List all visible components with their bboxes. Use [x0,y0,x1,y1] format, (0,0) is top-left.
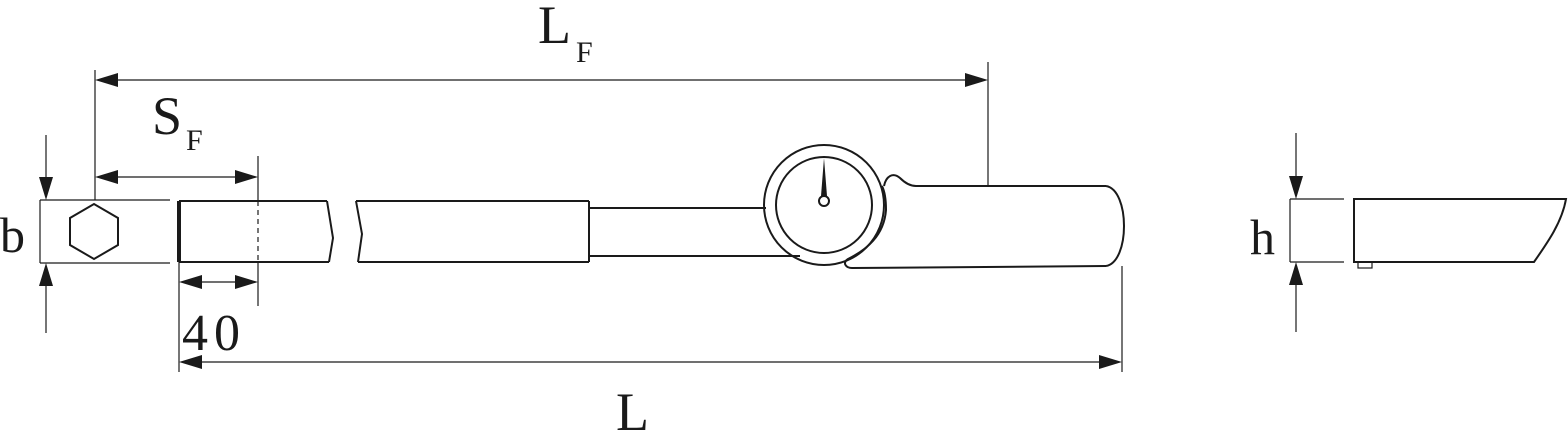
side-view: h [1250,133,1568,332]
dimension-sf: S F [95,86,259,200]
dimension-lf: L F [94,0,989,200]
arrowhead-left [95,73,118,87]
wrench-shaft [589,207,800,257]
forty-label: 40 [182,305,246,362]
arrowhead-up [39,263,53,286]
dial-needle [821,158,827,196]
dial-outer-ring [763,144,885,266]
lf-label: L [538,0,571,55]
arrowhead-left [95,170,118,184]
arrowhead-left [179,355,202,369]
wrench-handle [844,174,1125,270]
dimension-b: b [0,135,170,333]
sf-label: S [152,86,182,146]
side-square-drive [1357,261,1373,269]
h-label: h [1250,209,1275,265]
wrench-mid-section [355,200,590,263]
side-profile [1353,198,1568,263]
hexagon-symbol [69,202,119,261]
arrowhead-down [39,177,53,200]
l-label: L [616,382,649,434]
arrowhead-right [235,275,258,289]
dial-face [775,156,873,254]
arrowhead-left [179,275,202,289]
b-label: b [0,207,25,263]
arrowhead-right [235,170,258,184]
arrowhead-right [965,73,988,87]
wrench-head-section [177,200,335,263]
dimension-l: L [178,262,1123,434]
arrowhead-right [1099,355,1122,369]
sf-subscript: F [186,124,203,157]
dimension-40: 40 [179,262,259,362]
arrowhead-down [1289,176,1303,199]
dial-pivot [818,195,830,207]
arrowhead-up [1289,262,1303,285]
dial-gauge [763,144,885,266]
lf-subscript: F [576,36,593,69]
